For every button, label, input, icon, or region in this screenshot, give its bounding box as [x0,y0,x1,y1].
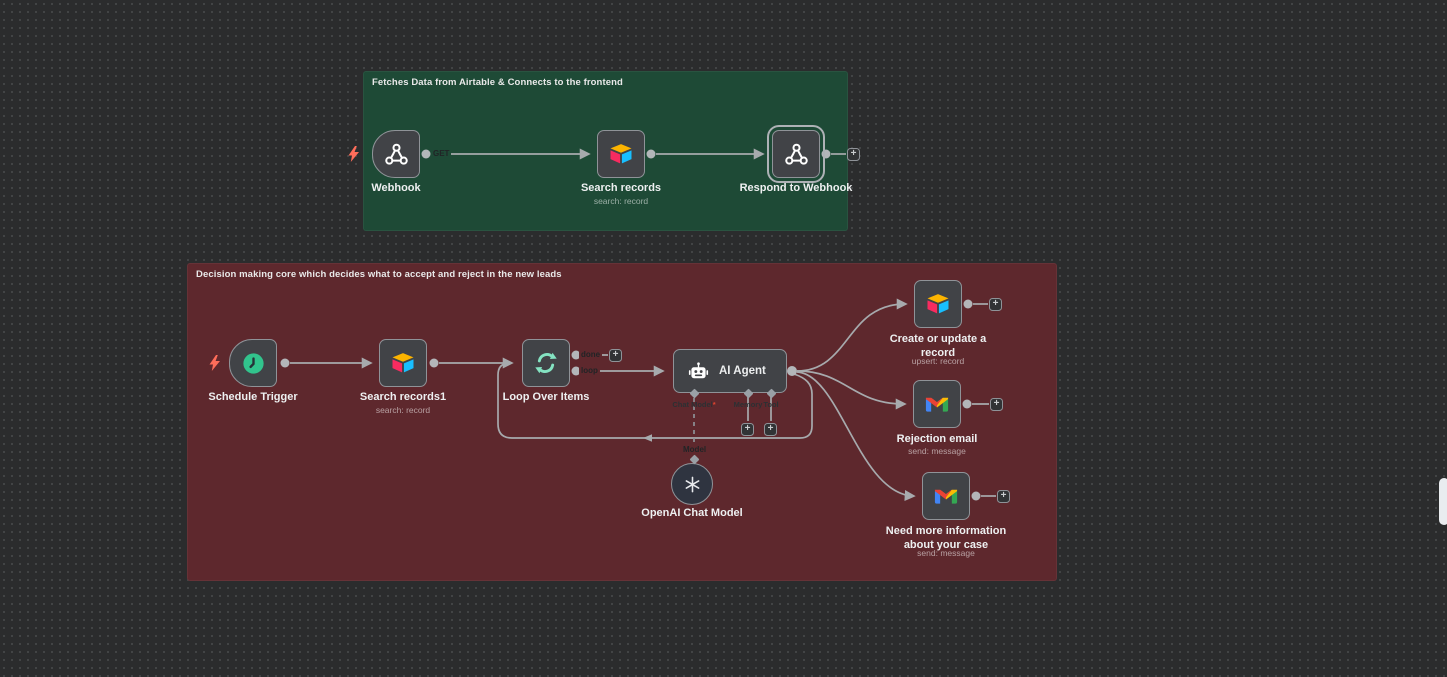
gmail-icon [934,489,958,504]
wire-aiagent-needinfo [796,371,916,502]
loop-icon [535,352,557,374]
node-respond-to-webhook[interactable] [767,125,825,183]
add-tool-button[interactable]: + [764,423,777,436]
loopback-arrow [643,434,652,442]
airtable-icon [610,144,632,164]
node-webhook[interactable] [372,130,420,178]
connection-label-loop: loop [579,366,600,376]
add-node-button[interactable]: + [609,349,622,362]
node-label: Rejection email [896,433,978,445]
connection-label-get: GET [431,149,452,159]
node-search-records1[interactable] [379,339,427,387]
wire-aiagent-create [796,298,908,372]
vertical-scrollbar-thumb[interactable] [1439,478,1447,525]
group-decision-title: Decision making core which decides what … [196,269,562,280]
output-ports [280,149,981,501]
node-create-or-update-record[interactable] [914,280,962,328]
port-label-chat-model: Chat Model* [672,400,716,409]
node-sublabel: upsert: record [911,356,965,366]
node-need-more-information[interactable] [922,472,970,520]
gmail-icon [925,397,949,412]
node-sublabel: search: record [375,405,431,415]
clock-icon [242,352,264,374]
add-memory-button[interactable]: + [741,423,754,436]
required-asterisk: * [712,400,716,409]
wire-aiagent-rejection [796,370,907,410]
node-ai-agent[interactable]: AI Agent [673,349,787,393]
node-label: Respond to Webhook [739,182,853,194]
node-label: Need more information about your case [885,525,1007,551]
node-label: Create or update a record [889,333,987,359]
node-openai-chat-model[interactable] [671,463,713,505]
add-node-button[interactable]: + [847,148,860,161]
lightning-icon[interactable] [209,355,221,371]
wire-aiagent-loopback [497,362,813,439]
webhook-icon [784,143,808,165]
node-sublabel: search: record [593,196,649,206]
connection-label-done: done [579,350,603,360]
node-label: Loop Over Items [502,391,590,403]
openai-icon [685,476,699,492]
node-label: Schedule Trigger [208,391,298,403]
node-loop-over-items[interactable] [522,339,570,387]
node-label: Search records [580,182,662,194]
port-label-memory: Memory [733,400,763,409]
ai-agent-title: AI Agent [719,365,766,377]
node-sublabel: send: message [917,548,975,558]
connection-label-model: Model [681,445,709,455]
node-search-records[interactable] [597,130,645,178]
add-node-button[interactable]: + [989,298,1002,311]
node-sublabel: send: message [908,446,966,456]
add-node-button[interactable]: + [997,490,1010,503]
node-label: Search records1 [359,391,447,403]
robot-icon [688,361,709,378]
add-node-button[interactable]: + [990,398,1003,411]
lightning-icon[interactable] [348,146,360,162]
group-fetch-title: Fetches Data from Airtable & Connects to… [372,77,623,88]
node-rejection-email[interactable] [913,380,961,428]
port-label-tool: Tool [763,400,779,409]
airtable-icon [392,353,414,373]
node-label: Webhook [371,182,421,194]
node-label: OpenAI Chat Model [641,507,743,519]
airtable-icon [927,294,949,314]
webhook-icon [384,143,408,165]
group-decision-core[interactable]: Decision making core which decides what … [187,263,1057,581]
node-schedule-trigger[interactable] [229,339,277,387]
